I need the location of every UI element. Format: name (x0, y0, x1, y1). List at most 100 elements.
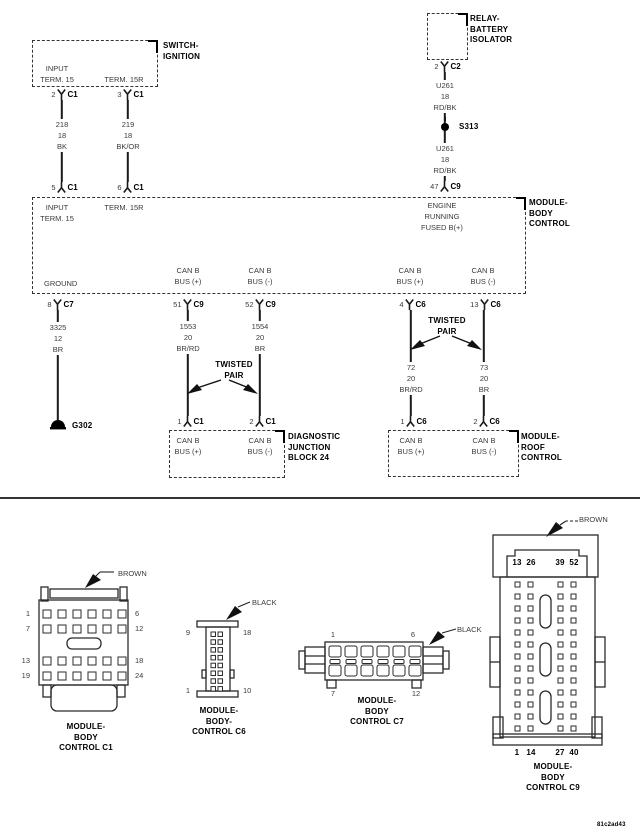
module-body-control-box (32, 197, 526, 294)
twisted-pair-arrows-right-icon (410, 335, 482, 350)
wire-color: RD/BK (433, 166, 457, 175)
connector-fork-up-icon (123, 89, 132, 100)
c9-pin-27: 27 (555, 748, 565, 757)
roof-canb-minus: CAN B BUS (-) (471, 436, 497, 456)
module-roof-control-box (388, 430, 519, 477)
module-canb-minus-2: CAN B BUS (-) (470, 266, 496, 286)
wire-circuit: 73 (479, 363, 489, 372)
c9-leader-arrow-icon (546, 520, 578, 537)
wire-circuit: U261 (436, 144, 454, 153)
diagnostic-junction-block-label: DIAGNOSTIC JUNCTION BLOCK 24 (288, 432, 341, 462)
wire-color: BR/RD (399, 385, 423, 394)
pin-connector: C6 (415, 300, 426, 309)
pin-connector: C1 (67, 183, 78, 192)
pin-1-c1: 1 C1 (168, 416, 204, 427)
label-bracket (509, 430, 519, 443)
module-ground: GROUND (44, 279, 78, 288)
connector-fork-down-icon (479, 416, 488, 427)
connector-fork-up-icon (183, 299, 192, 310)
wire-1554 (258, 310, 262, 416)
c1-leader-arrow-icon (85, 571, 114, 588)
pin-number: 6 (117, 183, 122, 192)
pin-number: 2 (249, 417, 254, 426)
c6-leader-arrow-icon (226, 601, 251, 620)
label-bracket (275, 430, 285, 443)
wire-3325 (56, 310, 60, 420)
connector-c7-drawing (298, 641, 450, 689)
pin-number: 52 (245, 300, 254, 309)
wire-gauge: 20 (406, 374, 416, 383)
wire-gauge: 18 (440, 155, 450, 164)
pin-number: 4 (399, 300, 404, 309)
wire-gauge: 18 (123, 131, 133, 140)
splice-s313-label: S313 (459, 122, 479, 131)
module-term15r: TERM. 15R (104, 203, 144, 212)
c7-pin-1: 1 (330, 630, 336, 639)
connector-fork-up-icon (405, 299, 414, 310)
connector-fork-up-icon (480, 299, 489, 310)
pin-number: 13 (470, 300, 479, 309)
pin-connector: C9 (265, 300, 276, 309)
pin-connector: C6 (490, 300, 501, 309)
c1-pin-7: 7 (25, 624, 30, 633)
twisted-pair-arrows-left-icon (187, 379, 258, 394)
c1-pin-13: 13 (21, 656, 30, 665)
relay-battery-isolator-label: RELAY- BATTERY ISOLATOR (470, 14, 513, 44)
c7-leader-arrow-icon (429, 628, 457, 645)
ground-symbol-icon (50, 420, 66, 430)
connector-fork-down-icon (440, 181, 449, 192)
connector-c9-drawing (489, 534, 606, 746)
module-input-term15: INPUT TERM. 15 (40, 203, 74, 223)
diagnostic-junction-block-box (169, 430, 285, 478)
connector-fork-up-icon (57, 89, 66, 100)
c7-pin-7: 7 (330, 689, 336, 698)
pin-number: 1 (177, 417, 182, 426)
pin-connector: C1 (193, 417, 204, 426)
c6-pin-9: 9 (185, 628, 190, 637)
pin-connector: C7 (63, 300, 74, 309)
c7-pin-6: 6 (410, 630, 416, 639)
splice-dot-icon (441, 123, 449, 131)
splice-tick (444, 117, 447, 121)
connector-fork-down-icon (123, 182, 132, 193)
djb-canb-plus: CAN B BUS (+) (174, 436, 202, 456)
pin-connector: C9 (193, 300, 204, 309)
c6-pin-10: 10 (243, 686, 252, 695)
module-canb-plus-2: CAN B BUS (+) (396, 266, 424, 286)
c1-caption: MODULE- BODY CONTROL C1 (59, 722, 113, 752)
c1-pin-18: 18 (135, 656, 144, 665)
pin-number: 8 (47, 300, 52, 309)
pin-connector: C9 (450, 182, 461, 191)
c1-pin-19: 19 (21, 671, 30, 680)
pin-51-c9: 51 C9 (168, 299, 204, 310)
c7-pin-12: 12 (411, 689, 421, 698)
wire-gauge: 18 (440, 92, 450, 101)
pin-number: 51 (173, 300, 182, 309)
c1-pin-1: 1 (25, 609, 30, 618)
c1-pin-12: 12 (135, 624, 144, 633)
connector-fork-down-icon (255, 416, 264, 427)
wire-color: RD/BK (433, 103, 457, 112)
c9-pin-1: 1 (514, 748, 520, 757)
pin-number: 2 (51, 90, 56, 99)
connector-c6-drawing (196, 620, 239, 698)
pin-connector: C1 (133, 90, 144, 99)
pin-number: 2 (434, 62, 439, 71)
connector-fork-down-icon (57, 182, 66, 193)
pin-number: 1 (400, 417, 405, 426)
wire-circuit: 219 (121, 120, 135, 129)
connector-c1-drawing (38, 586, 129, 712)
c6-color-label: BLACK (252, 598, 277, 607)
pin-4-c6: 4 C6 (390, 299, 426, 310)
pin-13-c6: 13 C6 (465, 299, 501, 310)
roof-canb-plus: CAN B BUS (+) (397, 436, 425, 456)
connector-fork-down-icon (183, 416, 192, 427)
